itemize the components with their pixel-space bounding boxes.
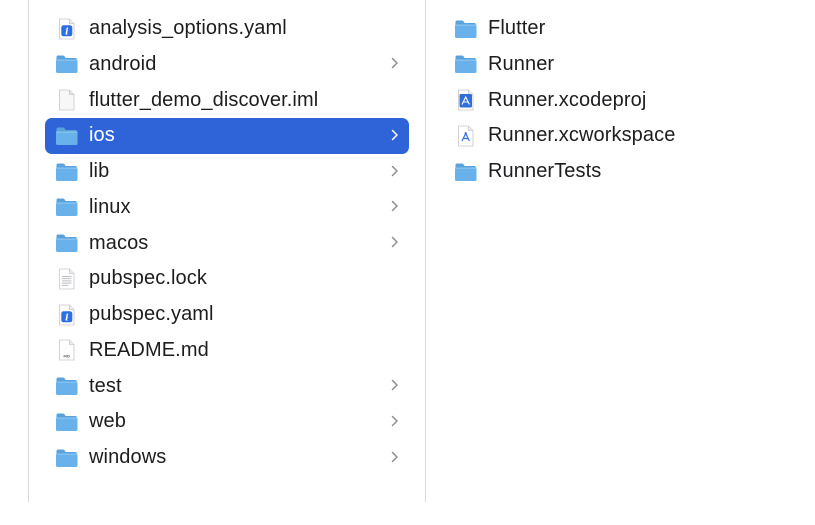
item-name: linux	[89, 195, 131, 218]
document-icon	[55, 89, 78, 111]
left-row-lib[interactable]: lib	[45, 154, 409, 190]
left-row-windows[interactable]: windows	[45, 440, 409, 476]
yaml-file-icon: i	[55, 304, 78, 326]
svg-text:MD: MD	[63, 355, 70, 359]
chevron-right-icon	[389, 375, 401, 395]
left-row-readme-md[interactable]: MD README.md	[45, 332, 409, 368]
right-row-flutter[interactable]: Flutter	[444, 11, 804, 47]
xcworkspace-icon	[454, 125, 477, 147]
item-name: flutter_demo_discover.iml	[89, 88, 319, 111]
chevron-right-icon	[389, 411, 401, 431]
svg-text:i: i	[65, 27, 69, 37]
chevron-right-icon	[389, 232, 401, 252]
item-name: Flutter	[488, 17, 546, 39]
folder-icon	[454, 53, 477, 75]
folder-icon	[55, 125, 78, 147]
folder-icon	[454, 18, 477, 40]
right-row-runner[interactable]: Runner	[444, 46, 804, 82]
left-row-analysis-options-yaml[interactable]: i analysis_options.yaml	[45, 11, 409, 47]
item-name: README.md	[89, 338, 209, 361]
chevron-right-icon	[389, 125, 401, 145]
item-name: RunnerTests	[488, 160, 602, 182]
folder-icon	[454, 161, 477, 183]
yaml-file-icon: i	[55, 18, 78, 40]
text-file-icon	[55, 268, 78, 290]
left-row-pubspec-lock[interactable]: pubspec.lock	[45, 261, 409, 297]
item-name: windows	[89, 446, 167, 468]
folder-icon	[55, 411, 78, 433]
chevron-right-icon	[389, 161, 401, 181]
item-name: web	[89, 410, 126, 433]
svg-text:i: i	[65, 313, 69, 323]
item-name: Runner.xcworkspace	[488, 124, 676, 147]
column-divider-left	[28, 0, 29, 502]
item-name: pubspec.yaml	[89, 303, 214, 325]
xcodeproj-icon	[454, 89, 477, 111]
item-name: android	[89, 52, 157, 75]
left-row-pubspec-yaml[interactable]: i pubspec.yaml	[45, 297, 409, 333]
folder-icon	[55, 53, 78, 75]
folder-icon	[55, 196, 78, 218]
folder-icon	[55, 161, 78, 183]
chevron-right-icon	[389, 447, 401, 467]
item-name: Runner	[488, 52, 555, 75]
right-row-runner-xcodeproj[interactable]: Runner.xcodeproj	[444, 82, 804, 118]
right-row-runnertests[interactable]: RunnerTests	[444, 154, 804, 190]
left-row-web[interactable]: web	[45, 404, 409, 440]
left-row-ios[interactable]: ios	[45, 117, 409, 154]
folder-icon	[55, 447, 78, 469]
chevron-right-icon	[389, 196, 401, 216]
markdown-file-icon: MD	[55, 339, 78, 361]
right-row-runner-xcworkspace[interactable]: Runner.xcworkspace	[444, 118, 804, 154]
item-name: pubspec.lock	[89, 267, 207, 290]
item-name: lib	[89, 160, 110, 182]
left-row-linux[interactable]: linux	[45, 189, 409, 225]
left-row-macos[interactable]: macos	[45, 225, 409, 261]
chevron-right-icon	[389, 53, 401, 73]
item-name: test	[89, 374, 122, 397]
left-row-test[interactable]: test	[45, 368, 409, 404]
folder-icon	[55, 375, 78, 397]
column-divider-middle[interactable]	[425, 0, 426, 502]
left-row-android[interactable]: android	[45, 46, 409, 82]
item-name: macos	[89, 231, 149, 254]
left-row-flutter-demo-discover-iml[interactable]: flutter_demo_discover.iml	[45, 82, 409, 118]
item-name: Runner.xcodeproj	[488, 88, 647, 111]
item-name: analysis_options.yaml	[89, 17, 287, 39]
folder-icon	[55, 232, 78, 254]
item-name: ios	[89, 124, 115, 147]
